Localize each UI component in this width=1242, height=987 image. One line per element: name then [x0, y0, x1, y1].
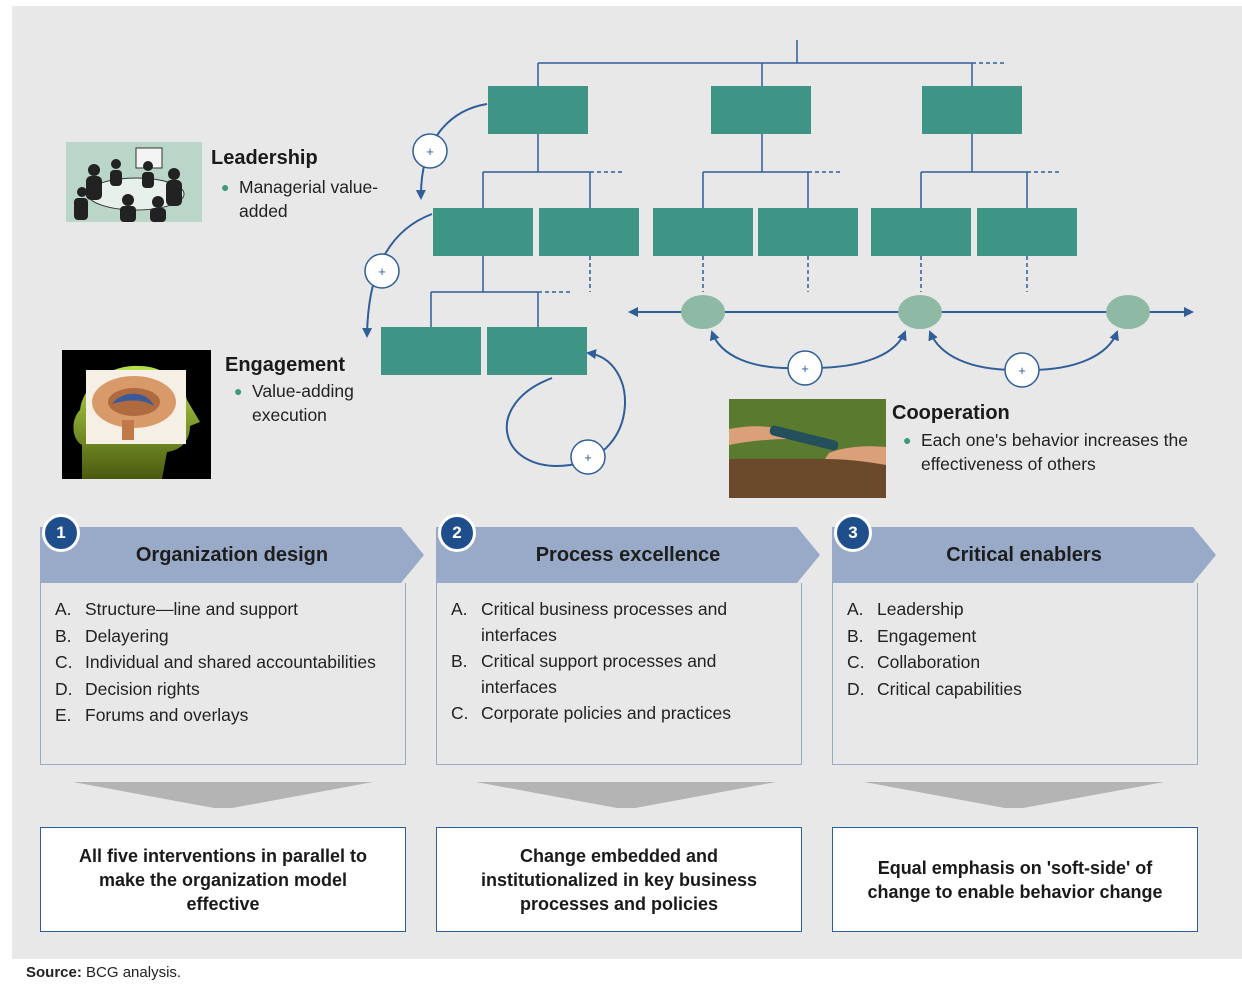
bullet-dot-icon: ●	[903, 432, 912, 448]
item-letter: A.	[451, 599, 468, 619]
org-box-mid-4	[758, 208, 858, 256]
phase-items-3: A. Leadership B. Engagement C. Collaboratio…	[832, 583, 1198, 765]
org-box-top-2	[711, 86, 811, 134]
plus-circle-icon	[570, 439, 606, 475]
org-box-mid-5	[871, 208, 971, 256]
list-item: B. Critical support processes and interfa…	[451, 649, 791, 700]
item-letter: A.	[55, 599, 72, 619]
source-note: Source: BCG analysis.	[26, 964, 181, 981]
phase-items-1: A. Structure—line and support B. Delayerin…	[40, 583, 406, 765]
cooperation-loops	[709, 330, 1119, 371]
bullet-dot-icon: ●	[234, 383, 243, 399]
org-box-top-3	[922, 86, 1022, 134]
plus-symbol: +	[801, 361, 809, 376]
item-letter: B.	[451, 651, 468, 671]
org-box-mid-6	[977, 208, 1077, 256]
item-text: Individual and shared accountabilities	[85, 652, 376, 672]
cooperation-bullet: ● Each one's behavior increases the effe…	[903, 428, 1221, 476]
item-text: Critical capabilities	[877, 678, 1022, 699]
phase-title: Critical enablers	[946, 543, 1102, 566]
item-text: Forums and overlays	[85, 705, 249, 725]
phase-number-badge: 3	[834, 514, 872, 552]
phase-number-badge: 1	[42, 514, 80, 552]
phase-result-3: Equal emphasis on 'soft-side' of change …	[832, 827, 1198, 932]
phase-header-1: Organization design	[40, 527, 424, 583]
source-label: Source:	[26, 964, 82, 981]
phase-result-2: Change embedded and institutionalized in…	[436, 827, 802, 932]
item-letter: C.	[451, 703, 469, 723]
list-item: C. Collaboration	[847, 650, 1187, 676]
list-item: B. Engagement	[847, 624, 1187, 650]
engagement-title: Engagement	[225, 354, 346, 376]
phase-number-badge: 2	[438, 514, 476, 552]
bullet-dot-icon: ●	[221, 179, 230, 195]
list-item: A. Leadership	[847, 597, 1187, 623]
phase-header-2: Process excellence	[436, 527, 820, 583]
item-text: Engagement	[877, 625, 977, 646]
cooperation-node-2	[898, 295, 942, 329]
item-letter: A.	[847, 599, 864, 619]
source-text: BCG analysis.	[86, 964, 182, 981]
list-item: B. Delayering	[55, 624, 395, 650]
org-box-mid-2	[539, 208, 639, 256]
leadership-loop	[362, 103, 488, 338]
org-box-low-2	[487, 327, 587, 375]
list-item: C. Corporate policies and practices	[451, 701, 791, 727]
item-letter: C.	[55, 652, 73, 672]
org-box-low-1	[381, 327, 481, 375]
plus-circle-icon	[364, 253, 400, 289]
org-box-top-1	[488, 86, 588, 134]
engagement-bullet-text: Value-adding execution	[252, 381, 354, 425]
phase-header-3: Critical enablers	[832, 527, 1216, 583]
plus-circle-icon	[412, 133, 448, 169]
org-boxes	[381, 86, 1077, 375]
item-letter: B.	[847, 625, 864, 646]
item-text: Delayering	[85, 625, 169, 646]
meeting-silhouette-icon	[66, 142, 202, 222]
plus-symbol: +	[378, 264, 386, 279]
plus-symbol: +	[1018, 363, 1026, 378]
item-text: Structure—line and support	[85, 599, 299, 619]
engagement-loop	[506, 349, 626, 467]
item-text: Collaboration	[877, 652, 981, 672]
leadership-bullet-text: Managerial value-added	[239, 177, 379, 221]
baton-handoff-icon	[729, 399, 886, 498]
cooperation-title: Cooperation	[892, 402, 1010, 424]
item-letter: B.	[55, 625, 72, 646]
engagement-bullet: ● Value-adding execution	[234, 379, 382, 427]
item-text: Corporate policies and practices	[481, 703, 731, 723]
list-item: D. Decision rights	[55, 677, 395, 703]
cooperation-node-3	[1106, 295, 1150, 329]
list-item: D. Critical capabilities	[847, 677, 1187, 703]
org-box-mid-1	[433, 208, 533, 256]
plus-circle-icon	[787, 350, 823, 386]
brain-profile-icon	[62, 350, 211, 479]
item-letter: C.	[847, 652, 865, 672]
list-item: A. Structure—line and support	[55, 597, 395, 623]
phase-items-2: A. Critical business processes and interf…	[436, 583, 802, 765]
phase-title: Organization design	[135, 543, 329, 566]
plus-symbol: +	[584, 450, 592, 465]
plus-circle-icon	[1004, 352, 1040, 388]
plus-symbol: +	[426, 144, 434, 159]
list-item: C. Individual and shared accountabilities	[55, 650, 395, 676]
leadership-title: Leadership	[211, 147, 318, 169]
leadership-bullet: ● Managerial value-added	[221, 175, 389, 223]
org-box-mid-3	[653, 208, 753, 256]
item-letter: E.	[55, 705, 72, 725]
phase-title: Process excellence	[535, 543, 721, 566]
item-letter: D.	[847, 678, 865, 699]
item-text: Critical support processes and interface…	[481, 651, 717, 697]
cooperation-bullet-text: Each one's behavior increases the effect…	[921, 430, 1188, 474]
cooperation-node-1	[681, 295, 725, 329]
phase-result-1: All five interventions in parallel to ma…	[40, 827, 406, 932]
item-text: Critical business processes and interfac…	[481, 599, 728, 645]
item-text: Leadership	[877, 599, 964, 619]
org-chart-lines	[430, 40, 1062, 327]
list-item: E. Forums and overlays	[55, 703, 395, 729]
item-text: Decision rights	[85, 678, 200, 699]
list-item: A. Critical business processes and interf…	[451, 597, 791, 648]
item-letter: D.	[55, 678, 73, 699]
